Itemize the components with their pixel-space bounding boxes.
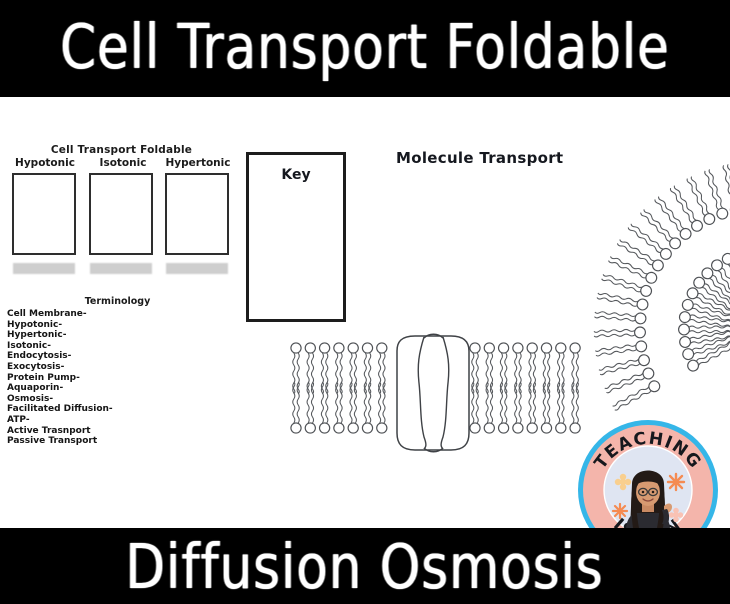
terminology-item: Isotonic-: [7, 340, 51, 351]
flower-icon: [666, 472, 686, 492]
teaching-biology-is-fun-logo: TEACHING IS FUN: [576, 418, 720, 562]
phospholipid-bilayer: [291, 343, 580, 433]
bottom-banner: Diffusion Osmosis: [0, 528, 730, 604]
foldable-tab-hypotonic: [13, 263, 75, 274]
column-label-hypertonic: Hypertonic: [165, 157, 231, 169]
avatar: [626, 470, 672, 530]
foldable-tab-isotonic: [90, 263, 152, 274]
foldable-tab-hypertonic: [166, 263, 228, 274]
key-label: Key: [281, 167, 311, 183]
terminology-item: ATP-: [7, 414, 30, 425]
channel-protein: [396, 333, 470, 453]
terminology-item: Active Trasnport: [7, 425, 91, 436]
terminology-item: Exocytosis-: [7, 361, 65, 372]
column-label-hypotonic: Hypotonic: [15, 157, 75, 169]
top-banner: Cell Transport Foldable: [0, 0, 730, 97]
terminology-item: Aquaporin-: [7, 383, 64, 394]
curved-membrane-arc: [594, 164, 730, 413]
foldable-section-title: Cell Transport Foldable: [50, 144, 193, 156]
foldable-box-isotonic[interactable]: [89, 173, 153, 255]
foldable-box-hypertonic[interactable]: [165, 173, 229, 255]
terminology-title: Terminology: [84, 296, 151, 307]
terminology-item: Cell Membrane-: [7, 309, 87, 319]
flower-icon: [614, 473, 632, 491]
flower-icon: [668, 507, 684, 523]
terminology-item: Hypertonic-: [7, 330, 67, 341]
foldable-box-hypotonic[interactable]: [12, 173, 76, 255]
key-box[interactable]: Key: [246, 152, 346, 322]
terminology-item: Facilitated Diffusion-: [7, 404, 113, 415]
top-banner-title: Cell Transport Foldable: [60, 12, 670, 84]
flower-icon: [611, 502, 629, 520]
terminology-item: Protein Pump-: [7, 372, 80, 383]
terminology-list: Cell Membrane- Hypotonic- Hypertonic- Is…: [7, 309, 227, 447]
terminology-item: Passive Transport: [7, 436, 98, 447]
terminology-item: Endocytosis-: [7, 351, 72, 362]
bottom-banner-title: Diffusion Osmosis: [125, 532, 605, 604]
terminology-item: Hypotonic-: [7, 319, 63, 330]
terminology-item: Osmosis-: [7, 393, 54, 404]
logo-svg: TEACHING IS FUN: [578, 420, 718, 560]
column-label-isotonic: Isotonic: [99, 157, 147, 169]
molecule-transport-title: Molecule Transport: [396, 149, 564, 167]
worksheet-sheet: Cell Transport Foldable Hypotonic Isoton…: [0, 97, 730, 560]
